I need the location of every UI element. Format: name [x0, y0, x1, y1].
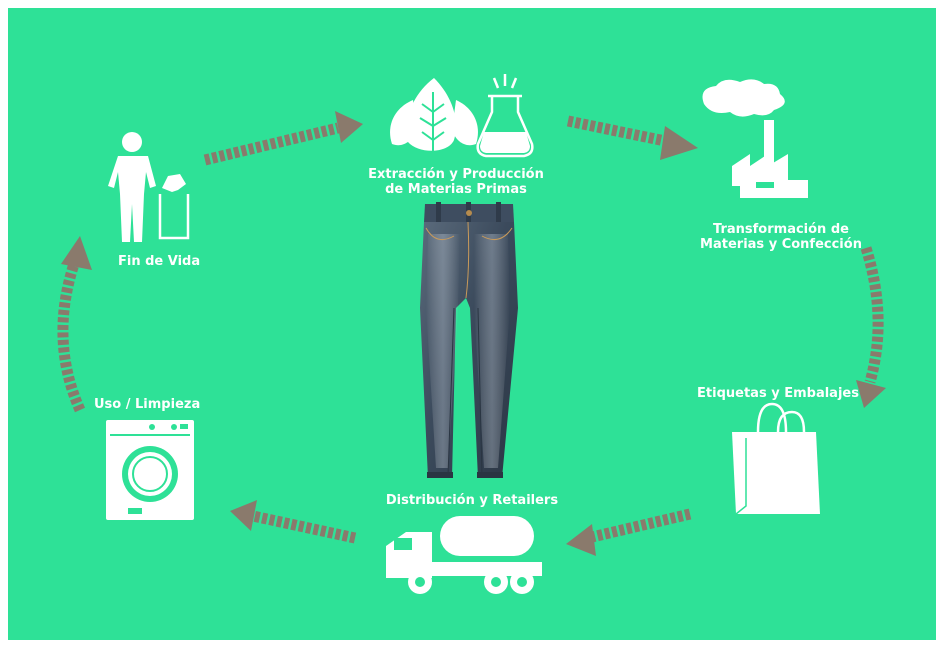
extraction-label-line1: Extracción y Producción — [368, 167, 544, 182]
transformation-label-line1: Transformación de — [713, 222, 849, 237]
labels-packaging-label: Etiquetas y Embalajes — [697, 386, 859, 401]
extraction-label-line2: de Materias Primas — [385, 182, 527, 197]
end-of-life-label: Fin de Vida — [118, 254, 200, 269]
use-cleaning-label: Uso / Limpieza — [94, 397, 200, 412]
transformation-label-line2: Materias y Confección — [700, 237, 862, 252]
washing-machine-icon — [106, 420, 194, 520]
distribution-label: Distribución y Retailers — [386, 493, 558, 508]
diagram-svg: Extracción y Producción de Materias Prim… — [8, 8, 936, 640]
lifecycle-diagram: Extracción y Producción de Materias Prim… — [8, 8, 936, 640]
